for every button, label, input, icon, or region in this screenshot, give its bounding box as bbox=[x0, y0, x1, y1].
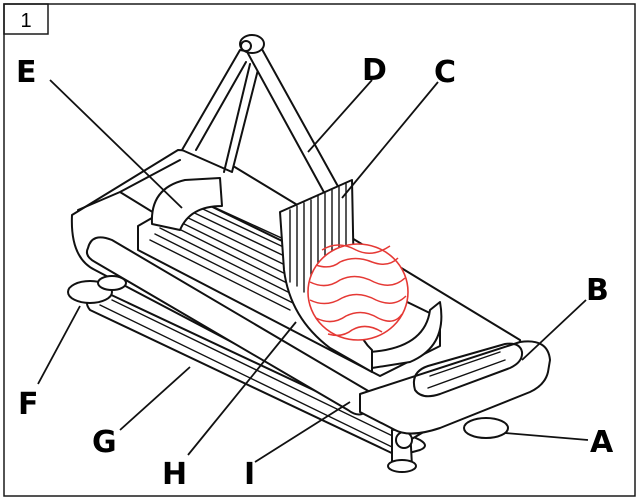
label-f: F bbox=[18, 387, 39, 422]
leader-d bbox=[307, 79, 373, 153]
leader-e bbox=[49, 79, 183, 209]
left-foot-top bbox=[97, 275, 127, 291]
support-arm-left bbox=[181, 49, 263, 173]
pivot-bolt bbox=[240, 40, 252, 52]
leader-h bbox=[187, 321, 297, 456]
support-arm-left-inner bbox=[195, 61, 251, 173]
right-cradle bbox=[369, 301, 443, 369]
label-a: A bbox=[590, 425, 614, 460]
handle-grip bbox=[412, 342, 524, 398]
figure-number-box bbox=[3, 3, 49, 35]
front-foot bbox=[387, 459, 417, 473]
label-d: D bbox=[362, 53, 387, 88]
label-c: C bbox=[434, 55, 456, 90]
figure-number: 1 bbox=[20, 10, 31, 32]
drip-tray-inner bbox=[99, 299, 406, 448]
leader-a bbox=[504, 432, 589, 441]
bed-slots bbox=[149, 197, 335, 311]
leader-c bbox=[341, 81, 439, 199]
right-foot bbox=[463, 417, 509, 439]
leader-lines bbox=[37, 79, 589, 463]
label-h: H bbox=[162, 457, 187, 492]
label-b: B bbox=[586, 273, 609, 308]
figure-frame bbox=[3, 3, 636, 497]
handle-grip-inner bbox=[427, 351, 506, 389]
label-e: E bbox=[16, 55, 37, 90]
leader-i bbox=[254, 401, 351, 463]
leader-f bbox=[37, 305, 81, 385]
leader-b bbox=[521, 299, 587, 361]
tomato bbox=[307, 243, 409, 341]
leader-g bbox=[119, 366, 191, 431]
label-g: G bbox=[92, 425, 117, 460]
left-cradle bbox=[150, 177, 223, 231]
label-i: I bbox=[244, 457, 255, 492]
slicer-drawing bbox=[67, 34, 551, 473]
support-arm-diagonal bbox=[244, 41, 341, 197]
